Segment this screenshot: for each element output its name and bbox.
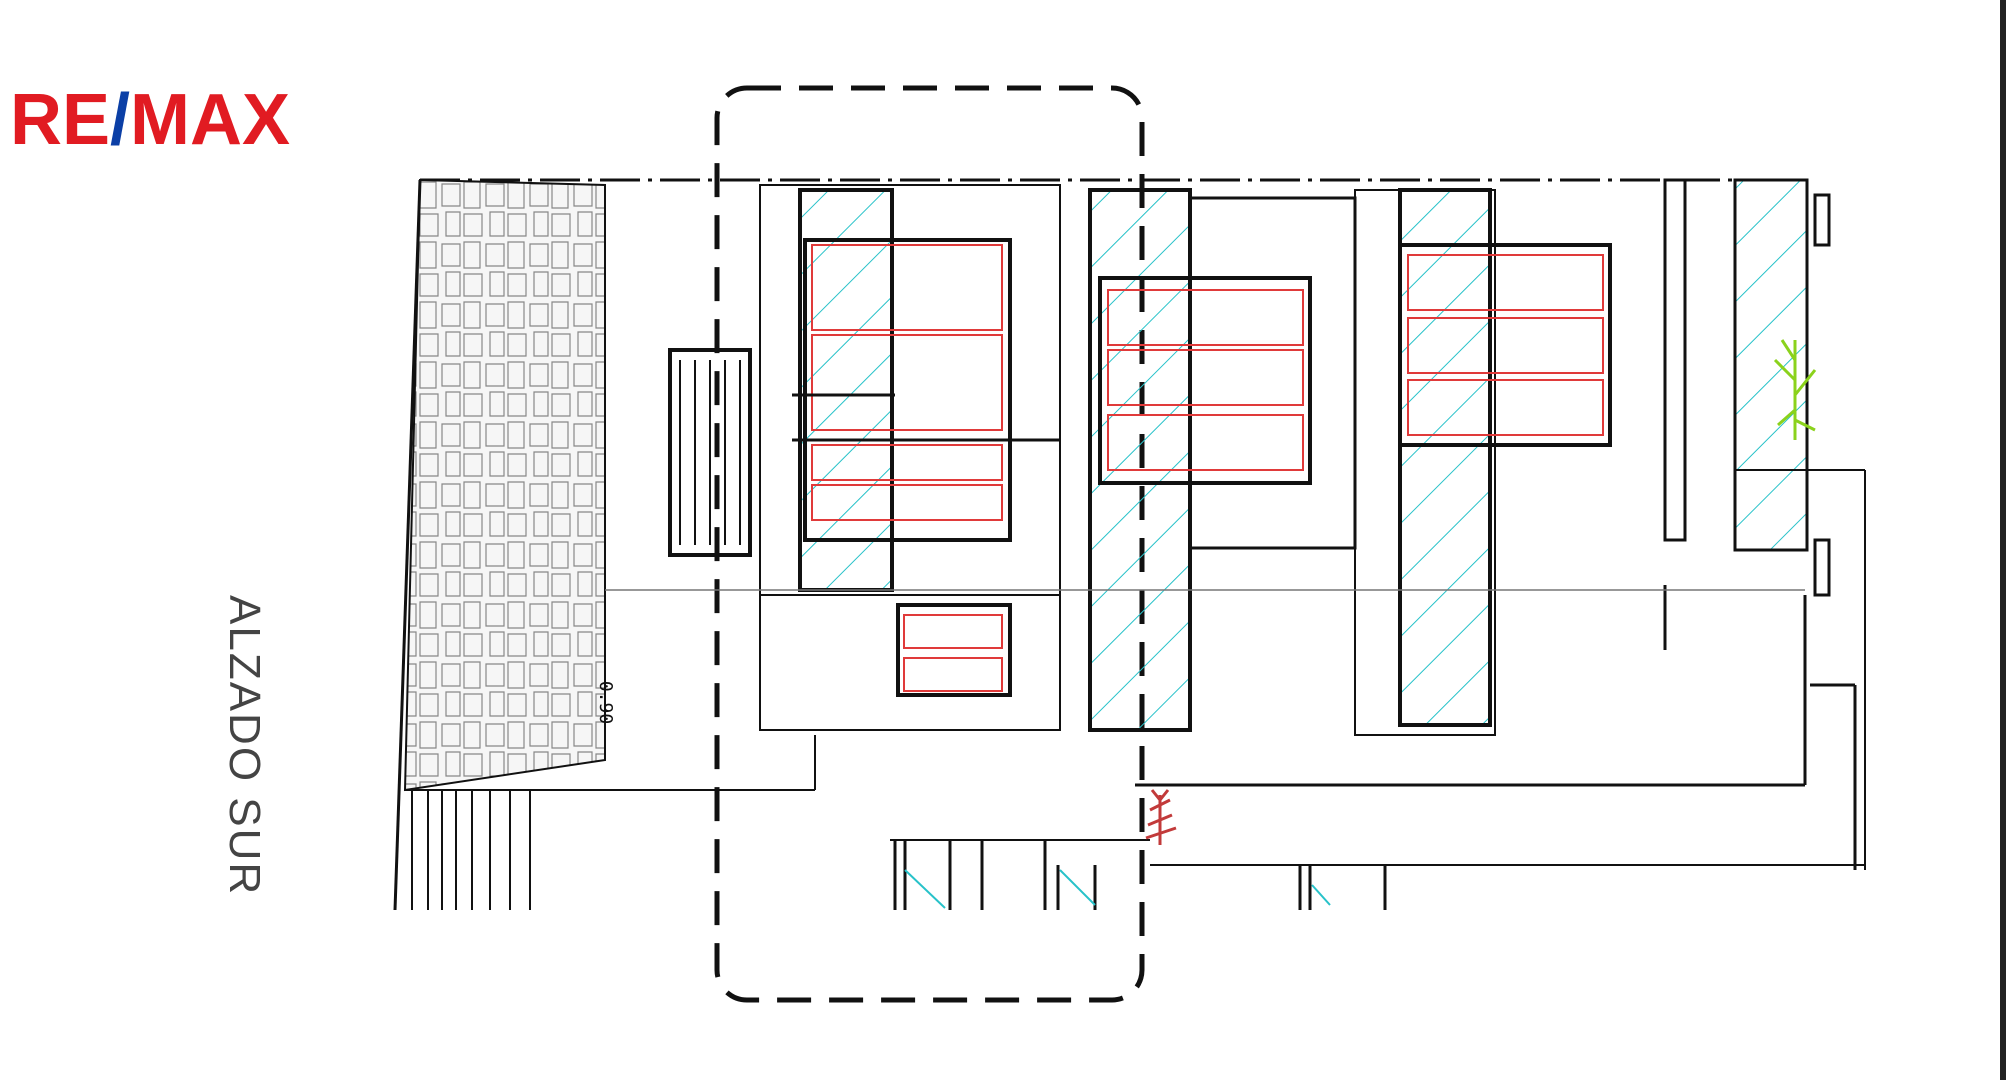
elevation-label: ALZADO SUR [220, 595, 269, 896]
ground-lines [605, 589, 1865, 870]
stone-wall [393, 178, 606, 911]
volume-3 [1354, 188, 1612, 736]
page-edge [2000, 0, 2006, 1080]
level-label: -0.90 [595, 670, 616, 724]
lower-fences [893, 840, 1387, 910]
plant-green [1773, 339, 1817, 440]
volume-1 [759, 184, 1061, 731]
base-lines [405, 735, 816, 910]
shutter-box [668, 348, 752, 557]
highlight-frame [714, 85, 1145, 1003]
remax-logo: RE/MAX [10, 82, 290, 152]
volume-2 [1088, 188, 1357, 732]
shrub-red [1145, 789, 1177, 845]
logo-text-right: MAX [130, 82, 290, 152]
logo-text-slash: / [110, 82, 130, 152]
svg-text:RE/MAX: RE/MAX [10, 82, 290, 152]
logo-text-left: RE [10, 82, 110, 152]
right-elements [1663, 178, 1866, 870]
